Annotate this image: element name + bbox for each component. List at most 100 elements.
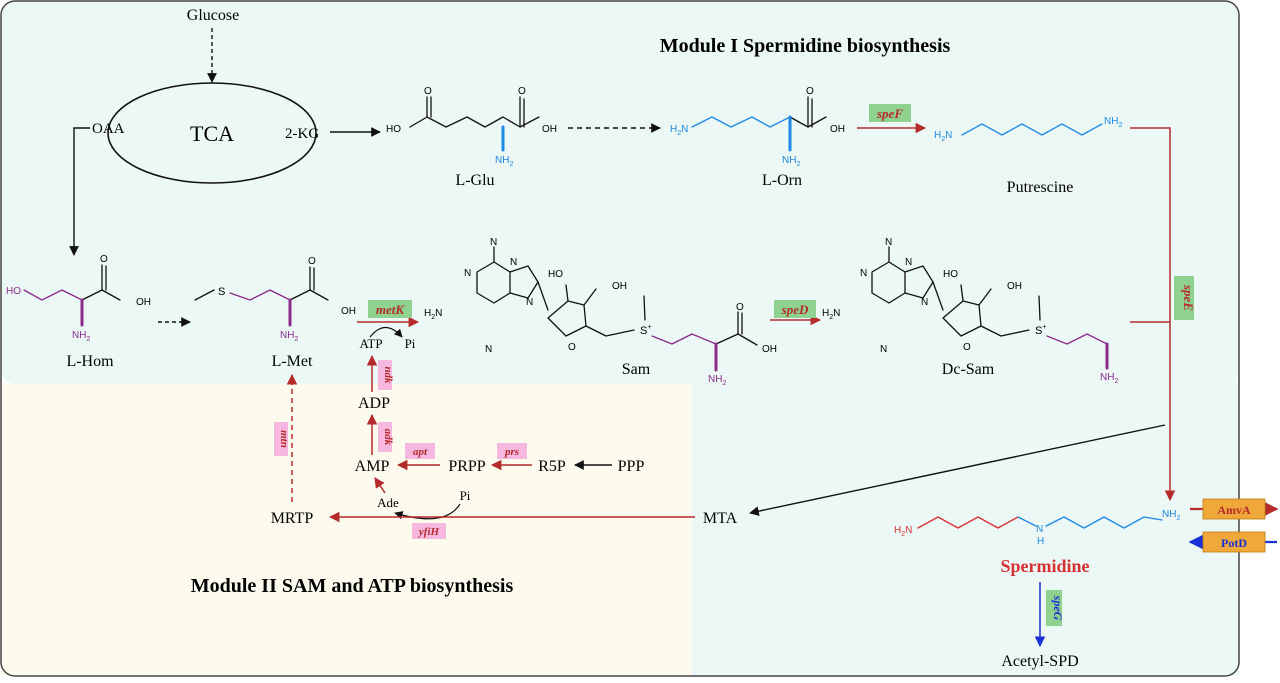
l-hom-oh: OH (136, 297, 151, 308)
sped-label: speD (781, 302, 809, 317)
pi2-label: Pi (460, 488, 471, 503)
amva-label: AmvA (1217, 503, 1251, 517)
dcsam-n-ring: N (921, 297, 928, 308)
sped-badge (774, 300, 816, 318)
apt-badge (405, 443, 435, 459)
l-orn-o: O (806, 86, 814, 97)
spermidine-to-mta-arrow (749, 424, 1166, 516)
sam-nh2: NH2 (708, 374, 726, 387)
mtn-label: mtn (278, 430, 290, 448)
dc-sam-label: Dc-Sam (942, 361, 995, 378)
spermidine-nh2: NH2 (1162, 509, 1180, 522)
sam-o: O (736, 302, 744, 313)
ppp-label: PPP (618, 458, 645, 475)
mta-label: MTA (703, 510, 738, 527)
adk-badge (378, 422, 392, 452)
sam-s-plus: S+ (640, 324, 651, 337)
dcsam-n-bottom: N (880, 344, 887, 355)
ndk-badge (378, 360, 392, 390)
l-met-nh2: NH2 (280, 330, 298, 343)
adk-label: adk (382, 429, 394, 446)
l-hom-ho: HO (6, 286, 21, 297)
l-orn-h2n: H2N (670, 124, 688, 137)
outer-border (0, 0, 1240, 677)
speg-label: speG (1051, 595, 1065, 621)
dc-sam-structure (871, 246, 1109, 370)
atp-label: ATP (359, 336, 382, 351)
speg-badge (1046, 590, 1062, 626)
dcsam-oh: OH (1007, 281, 1022, 292)
dcsam-s-plus: S+ (1035, 324, 1046, 337)
putrescine-structure (961, 123, 1103, 136)
tca-label: TCA (190, 121, 234, 146)
l-hom-structure (23, 264, 121, 327)
sam-o-ring: O (568, 342, 576, 353)
spef-label: speF (876, 106, 903, 121)
l-met-oh: OH (341, 306, 356, 317)
module1-title: Module I Spermidine biosynthesis (660, 35, 951, 57)
l-orn-label: L-Orn (762, 172, 802, 189)
spermidine-label: Spermidine (1000, 556, 1089, 576)
l-glu-o1: O (424, 86, 432, 97)
ade-label: Ade (377, 495, 399, 510)
sam-structure (476, 246, 758, 372)
sam-n-top: N (490, 237, 497, 248)
glucose-label: Glucose (187, 7, 239, 24)
metk-label: metK (376, 302, 405, 317)
spermidine-structure (917, 516, 1163, 529)
l-glu-label: L-Glu (455, 172, 494, 189)
putrescine-label: Putrescine (1007, 179, 1074, 196)
apt-label: apt (413, 446, 428, 458)
dcsam-n-top: N (885, 237, 892, 248)
l-glu-structure (409, 96, 540, 152)
ndk-label: ndk (382, 366, 394, 384)
sam-n-left: N (464, 268, 471, 279)
r5p-label: R5P (538, 458, 566, 475)
l-glu-oh: OH (542, 124, 557, 135)
metk-badge (368, 300, 412, 318)
oaa-to-lhom-arrow (69, 127, 90, 256)
prs-badge (497, 443, 527, 459)
spermidine-h2n: H2N (894, 525, 912, 538)
spef-badge (869, 104, 911, 122)
spermidine-nh-h: H (1037, 536, 1044, 547)
l-glu-ho: HO (386, 124, 401, 135)
atp-to-pi-curve (369, 326, 403, 338)
spermidine-nh-n: N (1036, 524, 1043, 535)
yfih-label: yfiH (417, 526, 440, 538)
l-hom-label: L-Hom (66, 353, 114, 370)
putrescine-nh2: NH2 (1104, 116, 1122, 129)
l-hom-nh2: NH2 (72, 330, 90, 343)
adp-label: ADP (358, 395, 390, 412)
putrescine-h2n: H2N (934, 130, 952, 143)
amva-transporter (1202, 498, 1266, 520)
l-orn-structure (691, 96, 827, 152)
ade-to-amp-arrow (374, 477, 386, 494)
dcsam-ho: HO (943, 269, 958, 280)
module2-title: Module II SAM and ATP biosynthesis (191, 575, 514, 597)
sam-oh: OH (612, 281, 627, 292)
dcsam-h2n: H2N (822, 308, 840, 321)
dcsam-n-left: N (860, 268, 867, 279)
l-glu-nh2: NH2 (495, 155, 513, 168)
l-orn-nh2: NH2 (782, 155, 800, 168)
l-met-o: O (308, 256, 316, 267)
module2-region (1, 384, 692, 676)
tca-cycle (107, 82, 317, 184)
potd-transporter (1202, 531, 1266, 553)
sam-n-right: N (510, 257, 517, 268)
pi-label: Pi (405, 336, 416, 351)
spee-label: speE (1181, 284, 1196, 311)
amp-label: AMP (355, 458, 390, 475)
dcsam-nh2: NH2 (1100, 372, 1118, 385)
l-met-label: L-Met (272, 353, 313, 370)
l-orn-oh: OH (830, 124, 845, 135)
l-glu-o2: O (518, 86, 526, 97)
sam-oh2: OH (762, 344, 777, 355)
prpp-label: PRPP (448, 458, 485, 475)
module3-region (692, 380, 1239, 676)
l-met-s: S (218, 286, 225, 298)
dcsam-o-ring: O (963, 342, 971, 353)
sam-n-ring: N (526, 297, 533, 308)
